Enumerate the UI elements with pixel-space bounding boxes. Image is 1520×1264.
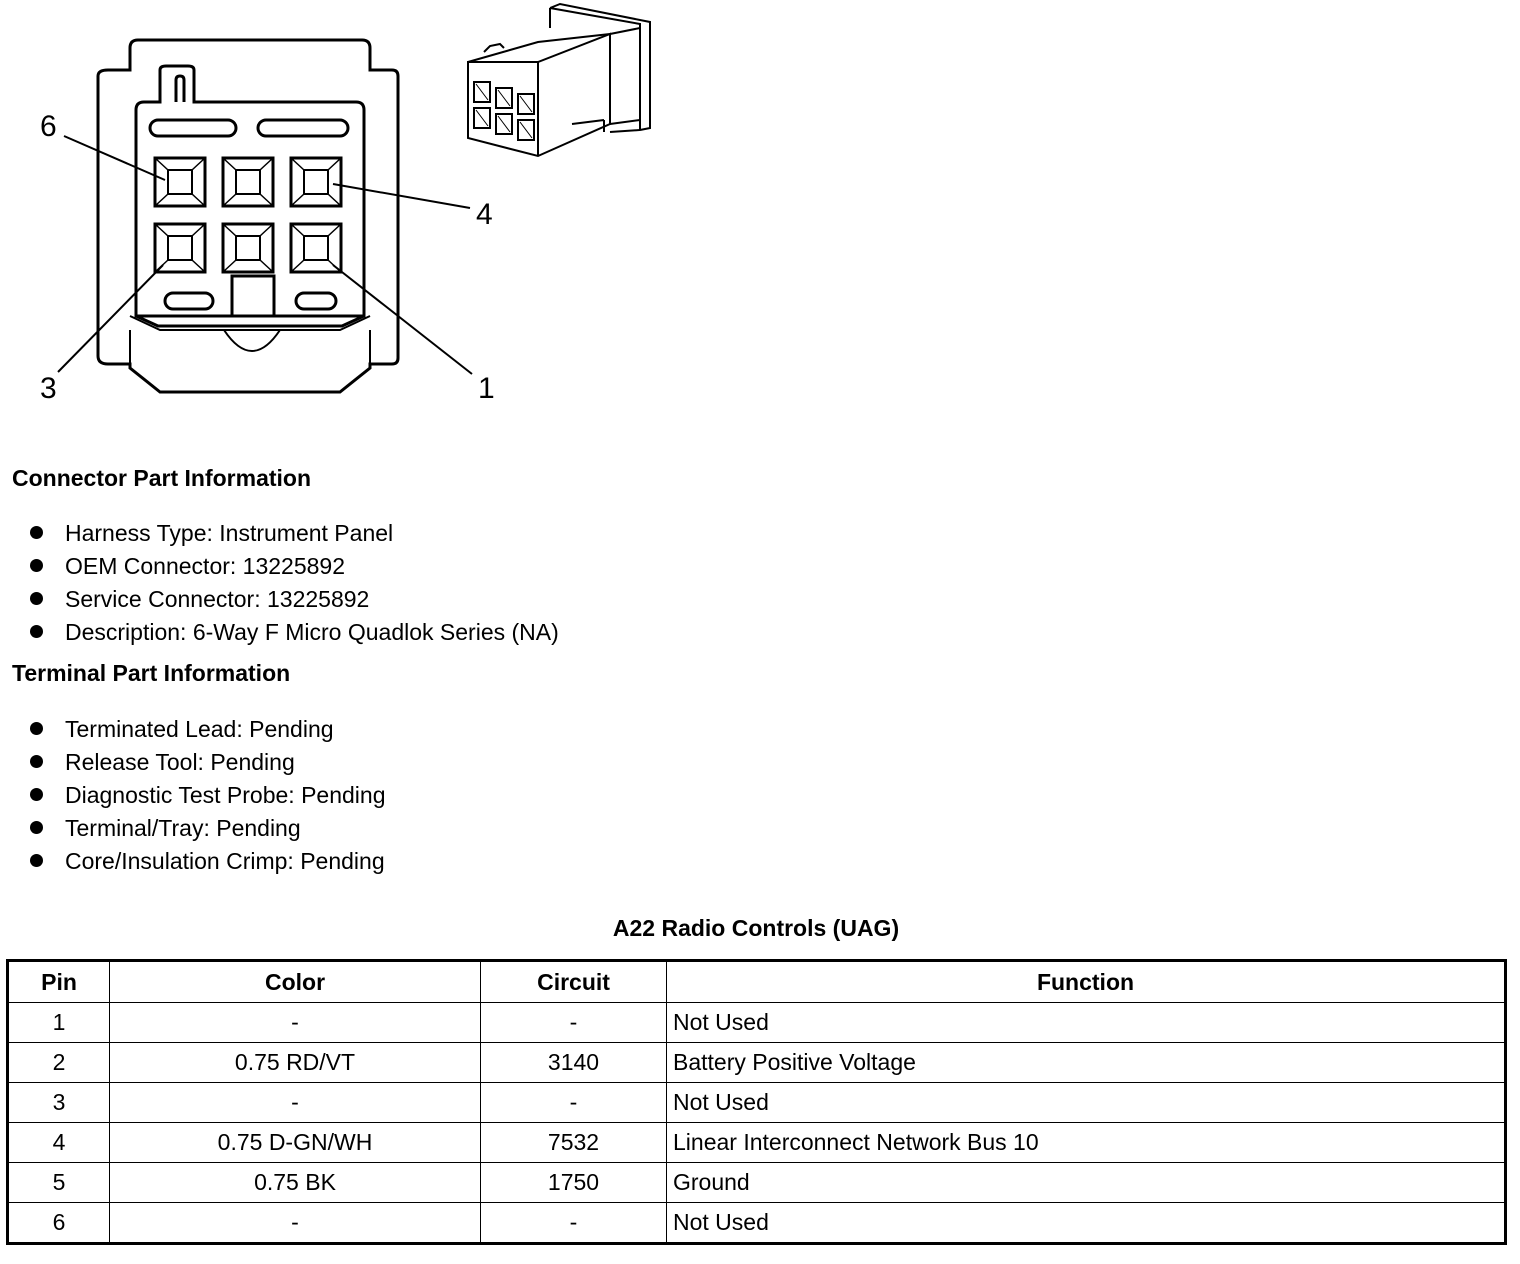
bullet-icon (30, 854, 43, 867)
list-item-text: Release Tool: Pending (65, 748, 295, 775)
cell-pin: 4 (7, 1122, 110, 1163)
list-item: Terminated Lead: Pending (26, 712, 386, 745)
table-row: 5 0.75 BK 1750 Ground (7, 1162, 1506, 1203)
list-item-text: Service Connector: 13225892 (65, 585, 370, 612)
list-item-text: Description: 6-Way F Micro Quadlok Serie… (65, 618, 559, 645)
column-header-color: Color (109, 960, 481, 1003)
cell-color: 0.75 BK (109, 1162, 481, 1203)
cell-circuit: 3140 (480, 1042, 667, 1083)
cell-function: Not Used (666, 1202, 1506, 1244)
cell-pin: 2 (7, 1042, 110, 1083)
cell-color: - (109, 1082, 481, 1123)
cell-color: 0.75 D-GN/WH (109, 1122, 481, 1163)
pinout-table: Pin Color Circuit Function 1 - - Not Use… (6, 959, 1507, 1245)
list-item-text: Terminated Lead: Pending (65, 715, 334, 742)
cavity-3 (153, 222, 207, 274)
cell-circuit: - (480, 1002, 667, 1043)
table-header-row: Pin Color Circuit Function (7, 960, 1506, 1003)
cell-pin: 3 (7, 1082, 110, 1123)
list-item: Diagnostic Test Probe: Pending (26, 778, 386, 811)
list-item: Terminal/Tray: Pending (26, 811, 386, 844)
cell-pin: 6 (7, 1202, 110, 1244)
cell-function: Not Used (666, 1082, 1506, 1123)
terminal-info-heading: Terminal Part Information (12, 660, 291, 686)
table-row: 4 0.75 D-GN/WH 7532 Linear Interconnect … (7, 1122, 1506, 1163)
column-header-circuit: Circuit (480, 960, 667, 1003)
connector-diagram: 6 4 3 1 (40, 2, 651, 405)
list-item-text: Diagnostic Test Probe: Pending (65, 781, 386, 808)
bullet-icon (30, 821, 43, 834)
cell-function: Battery Positive Voltage (666, 1042, 1506, 1083)
bullet-icon (30, 625, 43, 638)
pin-callout-6: 6 (40, 110, 57, 143)
cell-function: Ground (666, 1162, 1506, 1203)
list-item: Release Tool: Pending (26, 745, 386, 778)
cell-circuit: - (480, 1082, 667, 1123)
list-item: Service Connector: 13225892 (26, 582, 559, 615)
bullet-icon (30, 526, 43, 539)
table-row: 2 0.75 RD/VT 3140 Battery Positive Volta… (7, 1042, 1506, 1083)
bullet-icon (30, 592, 43, 605)
pin-callout-3: 3 (40, 372, 57, 405)
bullet-icon (30, 788, 43, 801)
cavity-4 (289, 156, 343, 208)
list-item: Description: 6-Way F Micro Quadlok Serie… (26, 615, 559, 648)
cell-color: - (109, 1002, 481, 1043)
list-item: Core/Insulation Crimp: Pending (26, 844, 386, 877)
table-row: 6 - - Not Used (7, 1202, 1506, 1244)
list-item-text: Harness Type: Instrument Panel (65, 519, 394, 546)
cavity-2 (221, 222, 275, 274)
list-item-text: Core/Insulation Crimp: Pending (65, 847, 385, 874)
cavity-1 (289, 222, 343, 274)
bullet-icon (30, 559, 43, 572)
pin-callout-4: 4 (476, 198, 493, 231)
list-item: OEM Connector: 13225892 (26, 549, 559, 582)
bullet-icon (30, 755, 43, 768)
terminal-info-list: Terminated Lead: Pending Release Tool: P… (26, 712, 386, 877)
table-row: 1 - - Not Used (7, 1002, 1506, 1043)
list-item-text: OEM Connector: 13225892 (65, 552, 346, 579)
connector-info-heading: Connector Part Information (12, 465, 312, 491)
cell-function: Linear Interconnect Network Bus 10 (666, 1122, 1506, 1163)
cell-circuit: 1750 (480, 1162, 667, 1203)
table-row: 3 - - Not Used (7, 1082, 1506, 1123)
cell-pin: 5 (7, 1162, 110, 1203)
table-title: A22 Radio Controls (UAG) (612, 915, 900, 941)
pin-callout-1: 1 (478, 372, 495, 405)
cell-circuit: - (480, 1202, 667, 1244)
bullet-icon (30, 722, 43, 735)
list-item-text: Terminal/Tray: Pending (65, 814, 301, 841)
connector-isometric-view (467, 2, 651, 158)
cell-color: - (109, 1202, 481, 1244)
connector-info-list: Harness Type: Instrument Panel OEM Conne… (26, 516, 559, 648)
list-item: Harness Type: Instrument Panel (26, 516, 559, 549)
cell-color: 0.75 RD/VT (109, 1042, 481, 1083)
column-header-pin: Pin (7, 960, 110, 1003)
column-header-function: Function (666, 960, 1506, 1003)
cell-circuit: 7532 (480, 1122, 667, 1163)
cell-function: Not Used (666, 1002, 1506, 1043)
cavity-6 (153, 156, 207, 208)
cell-pin: 1 (7, 1002, 110, 1043)
cavity-5 (221, 156, 275, 208)
